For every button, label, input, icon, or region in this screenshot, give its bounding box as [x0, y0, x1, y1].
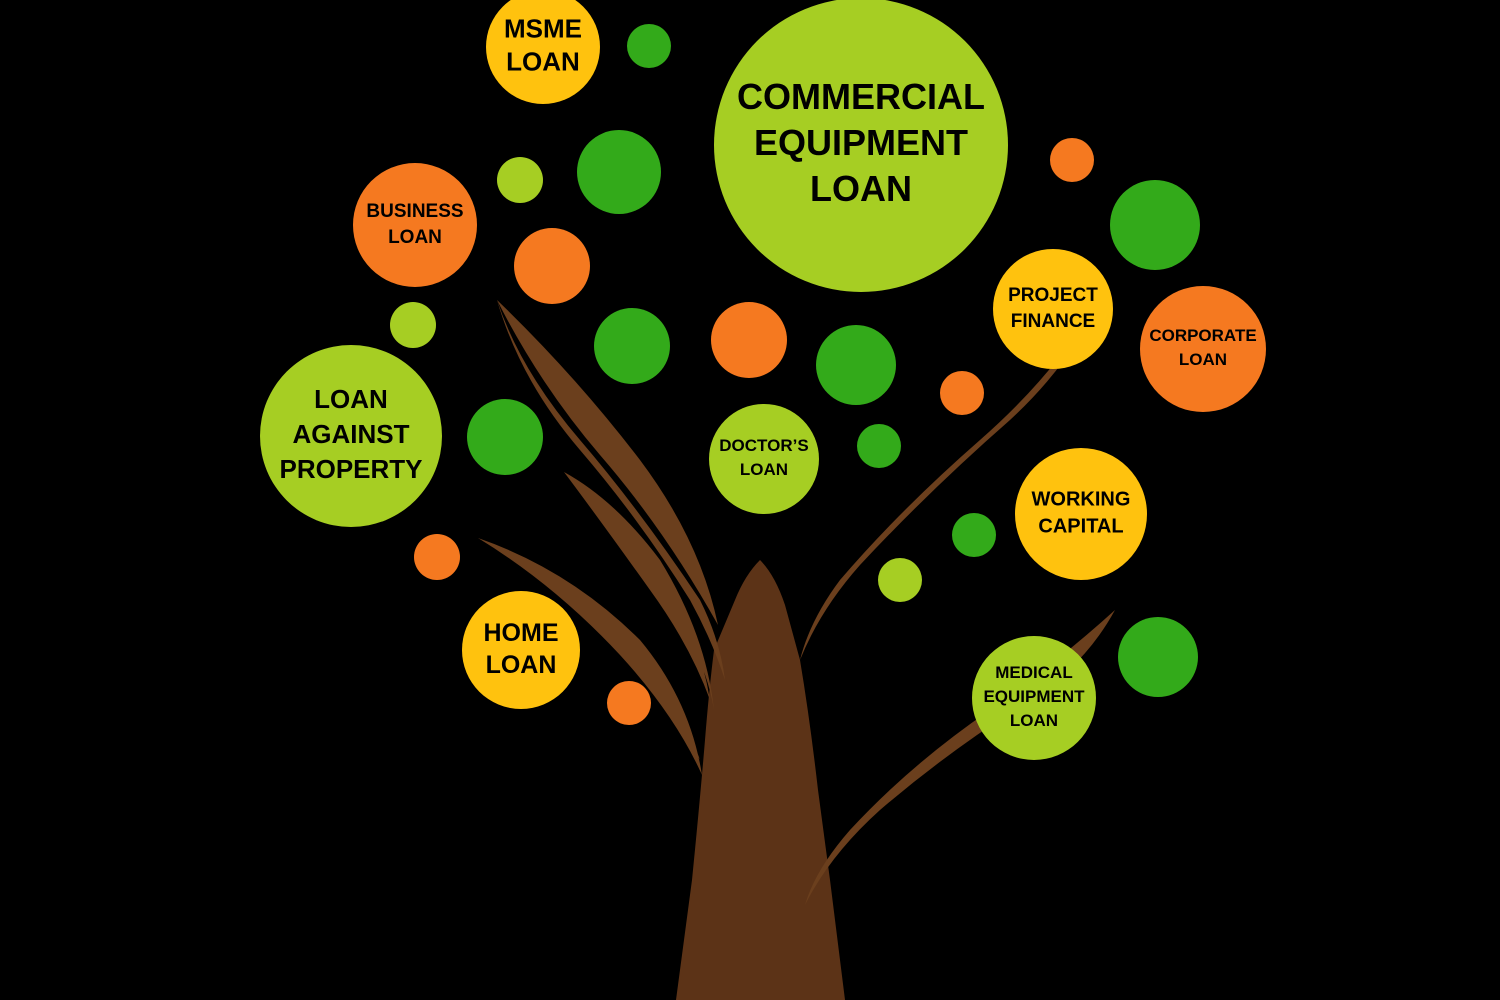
foliage-dot	[940, 371, 984, 415]
branch-left-outer	[497, 300, 725, 680]
foliage-dot	[1118, 617, 1198, 697]
foliage-dot	[952, 513, 996, 557]
foliage-dot	[607, 681, 651, 725]
foliage-dot	[816, 325, 896, 405]
foliage-dot	[594, 308, 670, 384]
commercial-equipment-loan-circle[interactable]	[714, 0, 1008, 292]
foliage-dot	[627, 24, 671, 68]
msme-loan-circle[interactable]	[486, 0, 600, 104]
foliage-dot	[1110, 180, 1200, 270]
foliage-dot	[711, 302, 787, 378]
foliage-dot	[467, 399, 543, 475]
foliage-dot	[1050, 138, 1094, 182]
foliage-dot	[390, 302, 436, 348]
foliage-dot	[878, 558, 922, 602]
tree-trunk	[676, 560, 845, 1000]
business-loan-circle[interactable]	[353, 163, 477, 287]
foliage-dot	[514, 228, 590, 304]
medical-equipment-loan-circle[interactable]	[972, 636, 1096, 760]
project-finance-circle[interactable]	[993, 249, 1113, 369]
foliage-dot	[857, 424, 901, 468]
working-capital-circle[interactable]	[1015, 448, 1147, 580]
corporate-loan-circle[interactable]	[1140, 286, 1266, 412]
foliage-dot	[577, 130, 661, 214]
foliage-dots	[390, 24, 1200, 725]
foliage-dot	[497, 157, 543, 203]
loan-against-property-circle[interactable]	[260, 345, 442, 527]
foliage-dot	[414, 534, 460, 580]
home-loan-circle[interactable]	[462, 591, 580, 709]
doctors-loan-circle[interactable]	[709, 404, 819, 514]
